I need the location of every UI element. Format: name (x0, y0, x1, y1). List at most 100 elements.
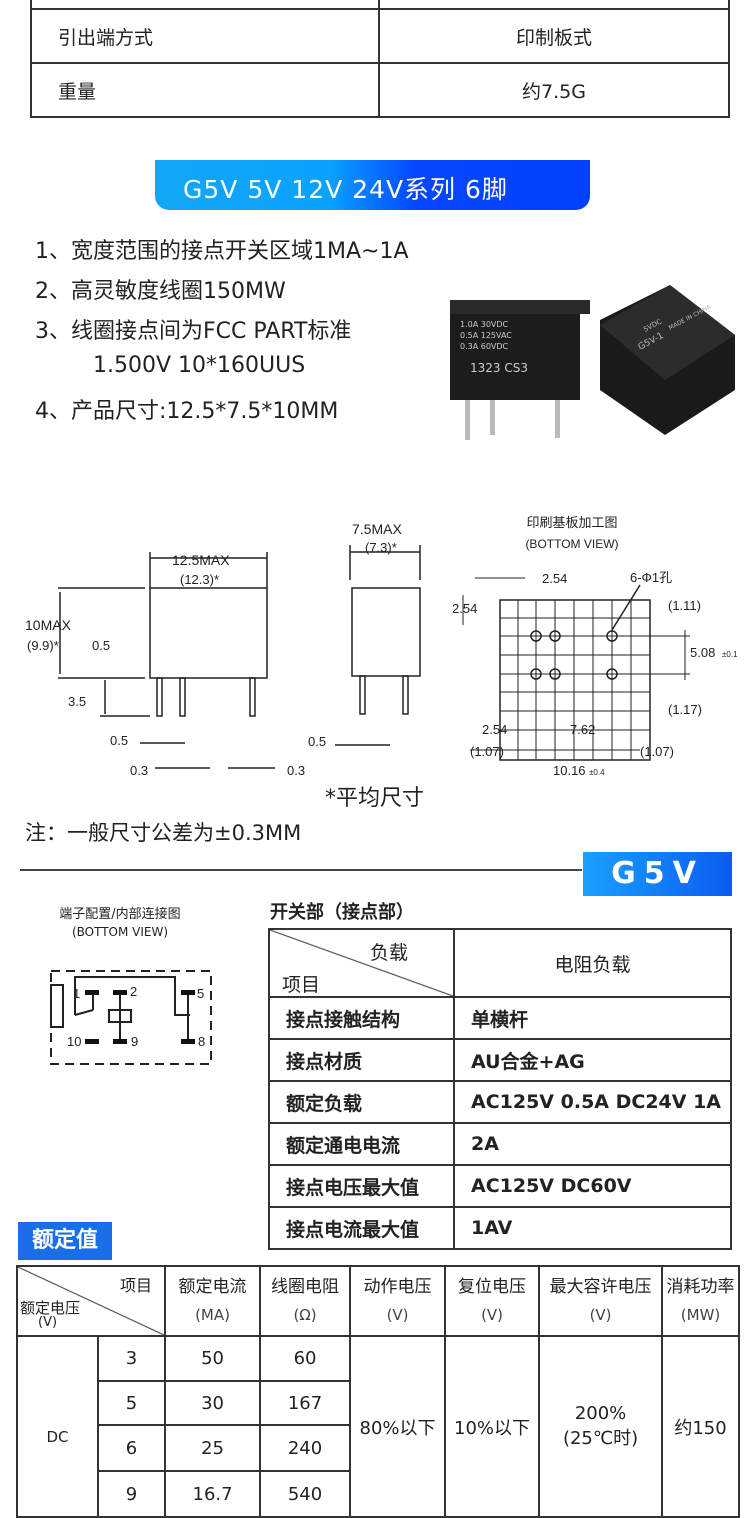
dims-pcb_i: (1.07) (640, 744, 674, 759)
rated-rows-0-v: 3 (96, 1335, 167, 1382)
spec-rows-4-v: AC125V DC60V (453, 1164, 732, 1208)
terminal-diagram: 1 2 5 10 9 8 (50, 970, 212, 1065)
row-label: 引出端方式 (30, 8, 380, 64)
terminal-pins-4: 9 (131, 1034, 138, 1049)
dims-pcb_e: (1.17) (668, 702, 702, 717)
dims-pcb_d_tol: ±0.1 (722, 650, 738, 659)
dims-p2: 0.3 (130, 763, 148, 778)
rated-headers-3-t: 复位电压 (458, 1277, 527, 1297)
rated-corner_top: 项目 (120, 1276, 153, 1295)
rated-headers-4-u: (V) (589, 1306, 612, 1324)
rated-rows-3-i: 16.7 (164, 1470, 262, 1518)
rated-rows-2-v: 6 (96, 1424, 167, 1472)
terminal-pins-5: 8 (198, 1034, 205, 1049)
series-banner: G5V 5V 12V 24V系列 6脚 (155, 160, 590, 210)
rated-corner_bottom: 额定电压 (20, 1299, 81, 1317)
photo-code: 1323 CS3 (470, 361, 528, 375)
rated-rows-1-i: 30 (164, 1380, 262, 1426)
feature-item: 3、线圈接点间为FCC PART标准 (35, 319, 352, 344)
spec-rows-5-k: 接点电流最大值 (268, 1206, 455, 1250)
photo-label1: 1.0A 30VDC (460, 320, 509, 329)
rated-headers-0-u: (MA) (195, 1306, 230, 1324)
rated-values-table: 项目 额定电压 (V) 额定电流(MA) 线圈电阻(Ω) 动作电压(V) 复位电… (15, 1265, 740, 1518)
rated-headers-0-t: 额定电流 (178, 1277, 247, 1297)
rated-rows-3-r: 540 (259, 1470, 352, 1518)
terminal-pins-1: 2 (130, 984, 137, 999)
dims-h_avg: (9.9)* (27, 638, 59, 653)
rated-headers-4-t: 最大容许电压 (549, 1277, 652, 1297)
table-header: 负载 项目 电阻负载 (268, 928, 732, 998)
dims-d1: 0.5 (92, 638, 110, 653)
rated-rows-1-v: 5 (96, 1380, 167, 1426)
spec-rows-2-k: 额定负载 (268, 1080, 455, 1124)
header-load: 负载 (370, 942, 409, 964)
terminal-pins-0: 1 (73, 986, 80, 1001)
dims-p1: 0.5 (110, 733, 128, 748)
header-resistive-load: 电阻负载 (453, 928, 732, 998)
spec-rows-2-v: AC125V 0.5A DC24V 1A (453, 1080, 732, 1124)
dimension-drawings: 12.5MAX (12.3)* 10MAX (9.9)* 0.5 3.5 0.5… (25, 515, 738, 778)
photo-label3: 0.3A 60VDC (460, 342, 509, 351)
spec-rows-5-v: 1AV (453, 1206, 732, 1250)
spec-summary-table: 引出端方式印制板式 重量约7.5G (30, 8, 730, 118)
terminal-subtitle: (BOTTOM VIEW) (71, 925, 169, 939)
table-row: 重量约7.5G (30, 62, 730, 118)
relay-product-photo: 1.0A 30VDC 0.5A 125VAC 0.3A 60VDC 1323 C… (450, 285, 735, 440)
model-badge: G5V (583, 852, 732, 896)
switch-section-title: 开关部（接点部） (270, 902, 414, 923)
terminal-pins-3: 10 (67, 1034, 81, 1049)
dims-pcb_a: 2.54 (542, 571, 567, 586)
table-header: 项目 额定电压 (V) 额定电流(MA) 线圈电阻(Ω) 动作电压(V) 复位电… (15, 1265, 740, 1337)
dims-pcb_sub: (BOTTOM VIEW) (525, 537, 618, 551)
row-value: 印制板式 (378, 8, 730, 64)
rated-rows-0-r: 60 (259, 1335, 352, 1382)
rated-headers-2-u: (V) (386, 1306, 409, 1324)
dims-d2: 3.5 (68, 694, 86, 709)
dims-pcb_g: 7.62 (570, 722, 595, 737)
table-row: 接点接触结构单横杆 (268, 996, 732, 1040)
spec-rows-0-v: 单横杆 (453, 996, 732, 1040)
feature-item: 1.500V 10*160UUS (93, 353, 306, 378)
rated-rows-3-v: 9 (96, 1470, 167, 1518)
tolerance-note: 注：一般尺寸公差为±0.3MM (25, 821, 302, 845)
dims-pcb_b: 2.54 (452, 601, 477, 616)
dims-pcb_j_tol: ±0.4 (589, 768, 605, 777)
rated-dropout: 10%以下 (444, 1335, 541, 1518)
dims-side_w: 7.5MAX (352, 521, 402, 537)
spec-rows-4-k: 接点电压最大值 (268, 1164, 455, 1208)
rated-headers-1-t: 线圈电阻 (271, 1277, 340, 1297)
rated-headers-2-t: 动作电压 (363, 1277, 432, 1297)
rated-headers-5-t: 消耗功率 (666, 1277, 735, 1297)
rated-rows-2-i: 25 (164, 1424, 262, 1472)
spec-rows-3-v: 2A (453, 1122, 732, 1166)
spec-rows-3-k: 额定通电电流 (268, 1122, 455, 1166)
row-label: 重量 (30, 62, 380, 118)
average-dimension-note: *平均尺寸 (325, 786, 425, 811)
rated-rows-2-r: 240 (259, 1424, 352, 1472)
dims-pcb_j: 10.16 (553, 763, 586, 778)
dims-pcb_hole: 6-Φ1孔 (630, 570, 672, 585)
table-row: 引出端方式印制板式 (30, 8, 730, 64)
feature-item: 2、高灵敏度线圈150MW (35, 279, 286, 304)
dims-pcb_c: (1.11) (668, 598, 701, 613)
feature-item: 1、宽度范围的接点开关区域1MA~1A (35, 239, 409, 264)
dims-pcb_d: 5.08 (690, 645, 715, 660)
dims-side_avg: (7.3)* (365, 540, 397, 555)
rated-headers-3-u: (V) (481, 1306, 504, 1324)
row-value: 约7.5G (378, 62, 730, 118)
feature-item: 4、产品尺寸:12.5*7.5*10MM (35, 399, 339, 424)
dims-p3: 0.3 (287, 763, 305, 778)
spec-rows-0-k: 接点接触结构 (268, 996, 455, 1040)
dims-w: 12.5MAX (172, 552, 230, 568)
terminal-title: 端子配置/内部连接图 (59, 907, 181, 922)
rated-rows-1-r: 167 (259, 1380, 352, 1426)
